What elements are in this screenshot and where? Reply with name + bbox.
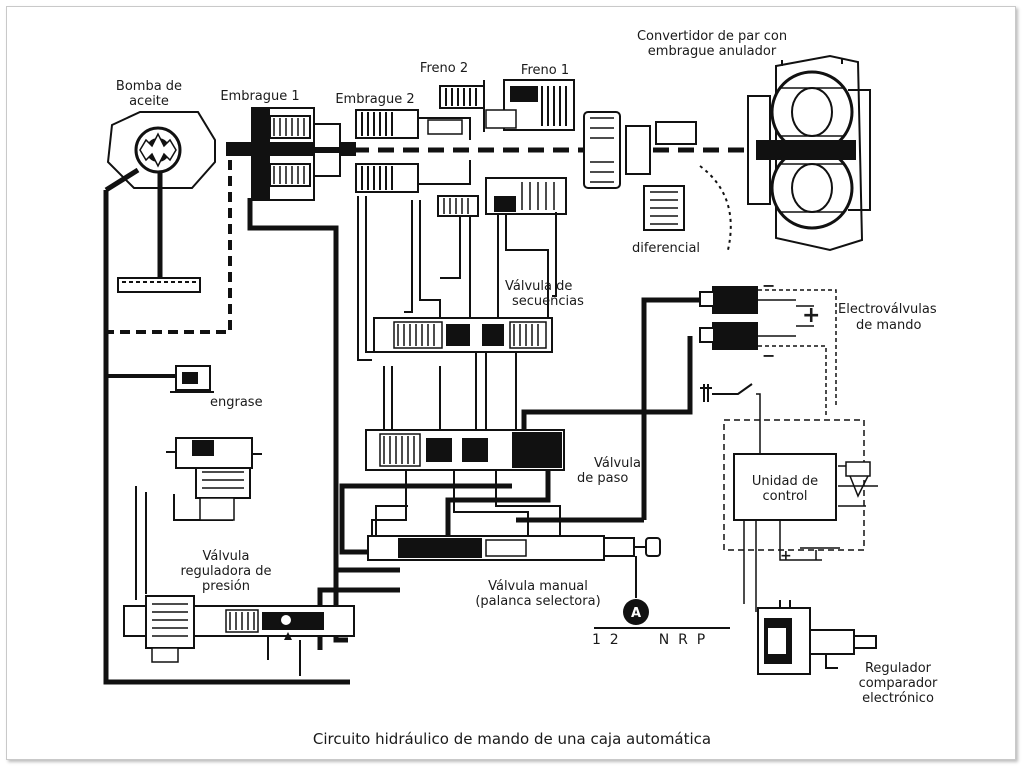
solenoid-minus-bottom: −	[762, 346, 775, 365]
return-line-left	[103, 190, 350, 685]
solenoid-plus-top: +	[802, 303, 820, 328]
label-torque-converter-line2: embrague anulador	[648, 44, 777, 59]
clutch-2	[355, 109, 471, 193]
label-differential: diferencial	[632, 241, 700, 256]
torque-converter	[747, 54, 871, 252]
gear-selector-scale	[594, 599, 730, 629]
selector-positions: 1 2 N R P	[592, 632, 705, 648]
selector-badge: A	[631, 606, 641, 621]
label-sequence-valve-line1: Válvula de	[505, 279, 572, 294]
label-electronic-regulator-line3: electrónico	[862, 691, 934, 706]
label-oil-pump-line2: aceite	[129, 94, 169, 109]
transfer-gears	[583, 111, 732, 251]
label-oil-pump-line1: Bomba de	[116, 79, 182, 94]
oil-pump	[104, 111, 216, 293]
pressure-regulator-valve	[123, 595, 355, 663]
label-control-unit-line2: control	[762, 489, 807, 504]
label-manual-valve-line1: Válvula manual	[488, 579, 588, 594]
diagram-caption: Circuito hidráulico de mando de una caja…	[313, 730, 711, 748]
label-manual-valve-line2: (palanca selectora)	[475, 594, 600, 609]
solenoid-minus-top: −	[762, 276, 775, 295]
label-pressure-regulator-line1: Válvula	[203, 549, 250, 564]
planetary-gearset-lower	[437, 177, 567, 217]
ground-switch	[700, 383, 761, 455]
label-clutch-1: Embrague 1	[220, 89, 299, 104]
label-torque-converter-line1: Convertidor de par con	[637, 29, 787, 44]
label-solenoids-line2: de mando	[856, 318, 922, 333]
label-lubrication: engrase	[210, 395, 263, 410]
control-plus: +	[780, 548, 792, 564]
passage-valve	[365, 429, 565, 471]
label-solenoids-line1: Electroválvulas	[838, 302, 937, 317]
label-sequence-valve-line2: secuencias	[512, 294, 584, 309]
label-passage-valve-line1: Válvula	[594, 456, 641, 471]
solenoid-valves	[699, 286, 837, 418]
label-pressure-regulator-line2: reguladora de	[180, 564, 271, 579]
label-control-unit-line1: Unidad de	[752, 474, 818, 489]
label-electronic-regulator-line2: comparador	[859, 676, 938, 691]
lube-line-dashed	[108, 160, 232, 334]
label-electronic-regulator-line1: Regulador	[865, 661, 932, 676]
manual-valve	[367, 535, 661, 598]
label-clutch-2: Embrague 2	[335, 92, 414, 107]
pressure-lines-thick	[247, 198, 700, 650]
clutch-1	[226, 107, 356, 201]
label-passage-valve-line2: de paso	[577, 471, 628, 486]
label-brake-2: Freno 2	[420, 61, 468, 76]
lubrication-fitting	[170, 365, 214, 393]
modulator-valve	[166, 437, 262, 521]
pressure-lines-thin	[135, 196, 561, 676]
electronic-regulator	[757, 600, 877, 675]
label-pressure-regulator-line3: presión	[202, 579, 250, 594]
brake-1	[485, 79, 575, 131]
control-unit	[723, 419, 878, 612]
brake-2	[439, 80, 485, 132]
label-brake-1: Freno 1	[521, 63, 569, 78]
sequence-valve	[373, 317, 553, 353]
